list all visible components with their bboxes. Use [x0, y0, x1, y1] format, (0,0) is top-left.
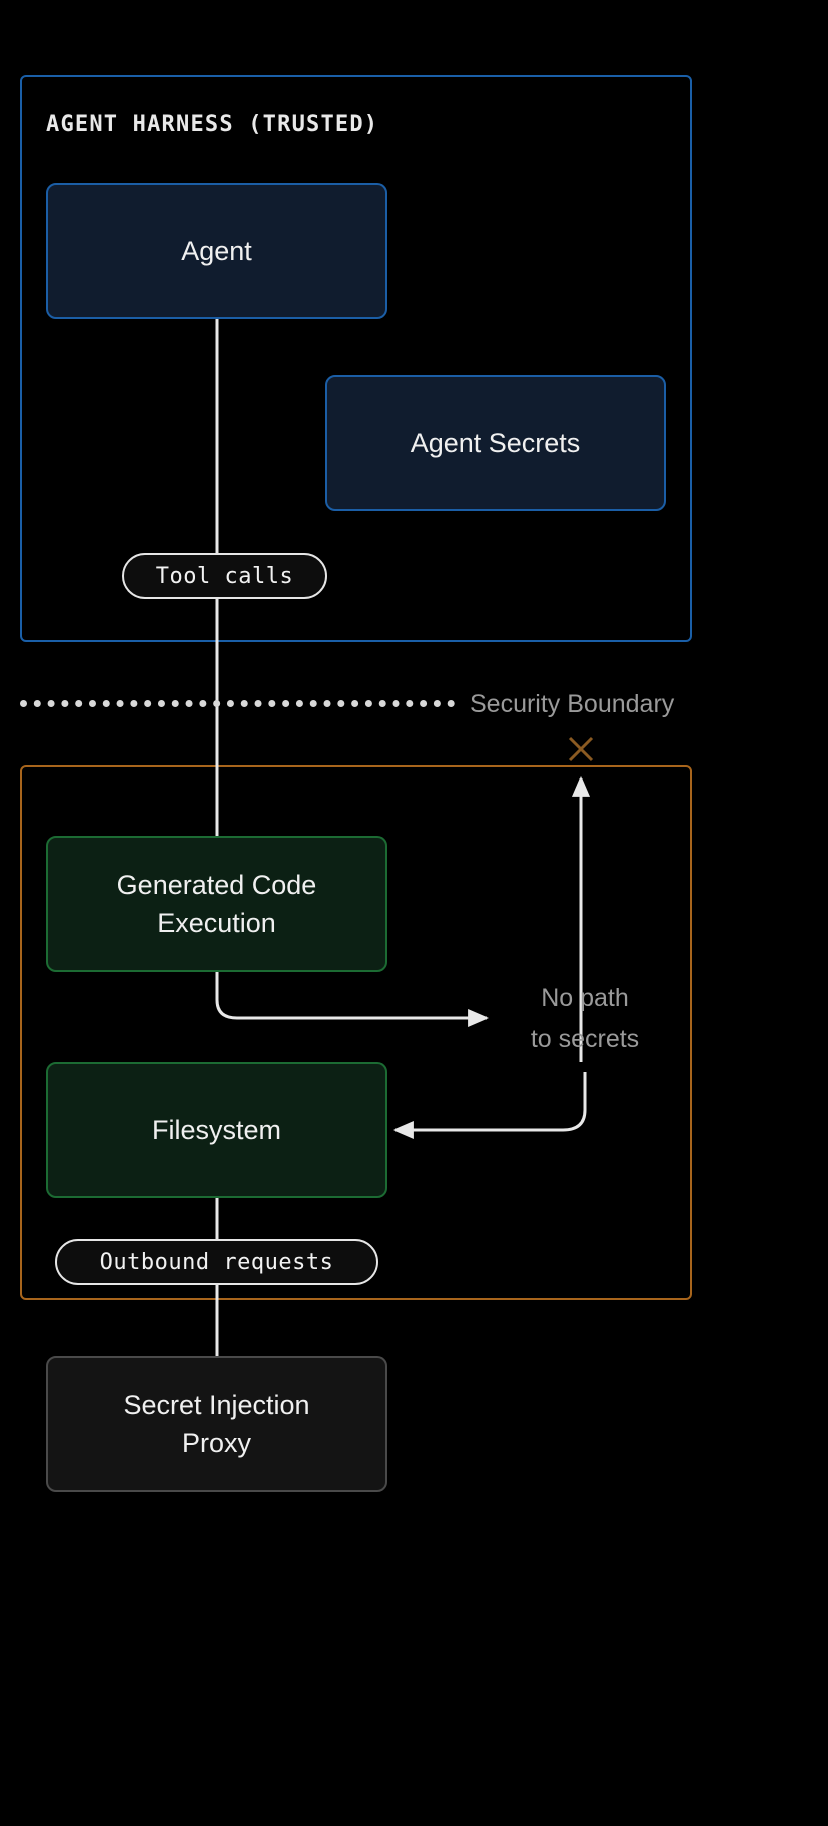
annotation-no-path-line2: to secrets	[530, 1025, 640, 1053]
node-secret-injection-proxy-label-line2: Proxy	[181, 1428, 251, 1458]
node-filesystem[interactable]: Filesystem	[46, 1062, 387, 1198]
node-agent-secrets-label: Agent Secrets	[410, 427, 581, 458]
x-mark-icon	[568, 736, 594, 762]
edge-label-tool-calls: Tool calls	[122, 553, 327, 599]
node-filesystem-label: Filesystem	[151, 1114, 281, 1145]
zone-agent-harness-trusted	[20, 75, 692, 642]
annotation-no-path-line1: No path	[541, 984, 629, 1012]
node-generated-code-execution[interactable]: Generated Code Execution	[46, 836, 387, 972]
security-boundary-label: Security Boundary	[470, 690, 675, 718]
edge-label-tool-calls-text: Tool calls	[155, 563, 294, 589]
node-agent[interactable]: Agent	[46, 183, 387, 319]
zone-title-agent-harness: AGENT HARNESS (TRUSTED)	[46, 112, 379, 137]
edge-label-outbound-requests: Outbound requests	[55, 1239, 378, 1285]
node-secret-injection-proxy-label-line1: Secret Injection	[123, 1389, 310, 1420]
node-agent-secrets[interactable]: Agent Secrets	[325, 375, 666, 511]
node-agent-label: Agent	[181, 235, 252, 266]
node-generated-code-execution-label-line1: Generated Code	[116, 869, 317, 900]
node-secret-injection-proxy[interactable]: Secret Injection Proxy	[46, 1356, 387, 1492]
annotation-no-path-to-secrets: No path to secrets	[500, 978, 670, 1060]
security-boundary-line	[20, 700, 455, 707]
node-generated-code-execution-label-line2: Execution	[157, 908, 276, 938]
edge-label-outbound-requests-text: Outbound requests	[99, 1249, 334, 1275]
zone-untrusted-sandbox	[20, 765, 692, 1300]
